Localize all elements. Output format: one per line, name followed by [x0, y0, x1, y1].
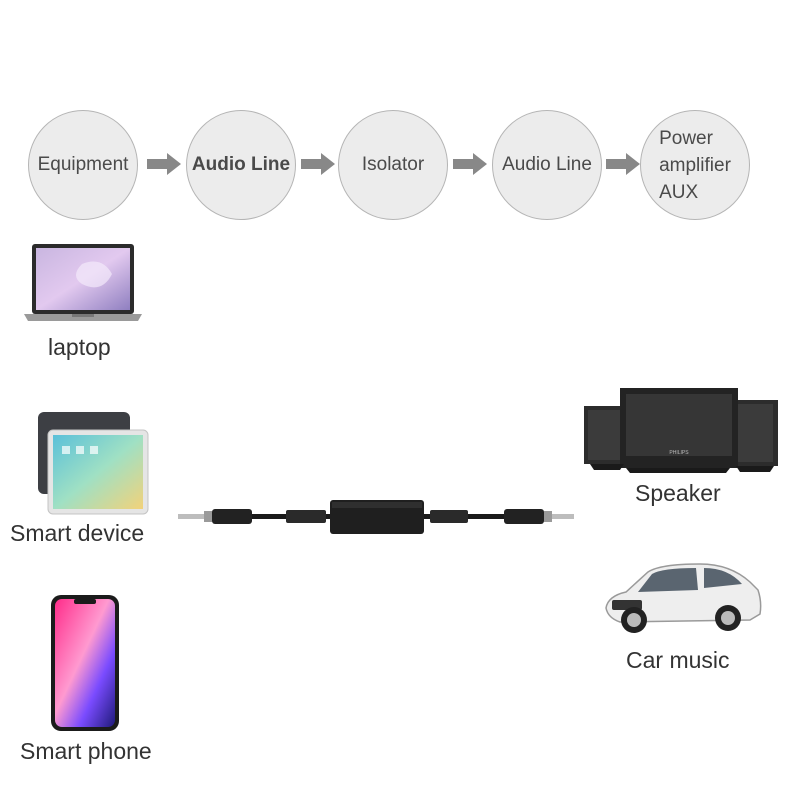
source-label-smart-phone: Smart phone — [20, 738, 152, 764]
isolator-cable — [178, 500, 574, 534]
speaker-brand-label: PHILIPS — [669, 450, 689, 456]
output-label-car-music: Car music — [626, 647, 730, 673]
arrow-right-icon — [606, 153, 640, 175]
flow-step-power-amplifier: Power amplifier AUX — [640, 110, 750, 220]
smartphone-icon — [51, 595, 119, 731]
flow-step-label: Equipment — [37, 154, 129, 175]
car-icon — [605, 563, 762, 633]
flow-step-label: Isolator — [361, 154, 425, 175]
arrow-right-icon — [301, 153, 335, 175]
speaker-icon: PHILIPS — [584, 388, 778, 473]
flow-step-isolator: Isolator — [338, 110, 448, 220]
flow-step-label: Audio Line — [502, 154, 592, 175]
flow-step-label-line: Power — [659, 127, 713, 149]
flow-step-label: Audio Line — [191, 154, 291, 175]
arrow-right-icon — [147, 153, 181, 175]
source-label-laptop: laptop — [48, 334, 111, 360]
source-label-smart-device: Smart device — [10, 520, 145, 546]
flow-step-audio-line-1: Audio Line — [186, 110, 296, 220]
laptop-icon — [24, 244, 142, 321]
flow-step-label-line: AUX — [659, 181, 699, 203]
tablet-icon — [38, 412, 149, 515]
flow-step-audio-line-2: Audio Line — [492, 110, 602, 220]
arrow-right-icon — [453, 153, 487, 175]
flow-step-equipment: Equipment — [28, 110, 138, 220]
output-label-speaker: Speaker — [635, 480, 721, 506]
flow-step-label-line: amplifier — [659, 154, 731, 176]
